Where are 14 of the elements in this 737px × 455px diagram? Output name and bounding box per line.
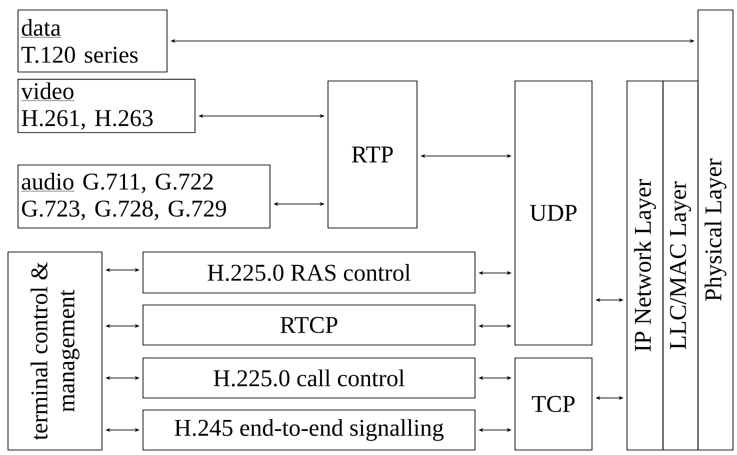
protocol-box: video H.261, H.263 [18, 78, 196, 134]
layer-box: Physical Layer [698, 10, 734, 450]
protocol-box: audio G.711, G.722 G.723, G.728, G.729 [18, 164, 270, 228]
protocol-box: TCP [514, 358, 592, 450]
protocol-box: H.225.0 call control [142, 358, 476, 398]
process-box: terminal control & management [8, 252, 102, 450]
layer-box: IP Network Layer [626, 80, 664, 450]
protocol-box: H.225.0 RAS control [142, 252, 476, 294]
layer-box: LLC/MAC Layer [662, 80, 698, 450]
protocol-box: data T.120 series [18, 10, 168, 72]
protocol-box: H.245 end-to-end signalling [142, 410, 476, 450]
protocol-box: UDP [514, 80, 592, 346]
protocol-box: RTP [328, 80, 418, 228]
protocol-box: RTCP [142, 304, 476, 346]
